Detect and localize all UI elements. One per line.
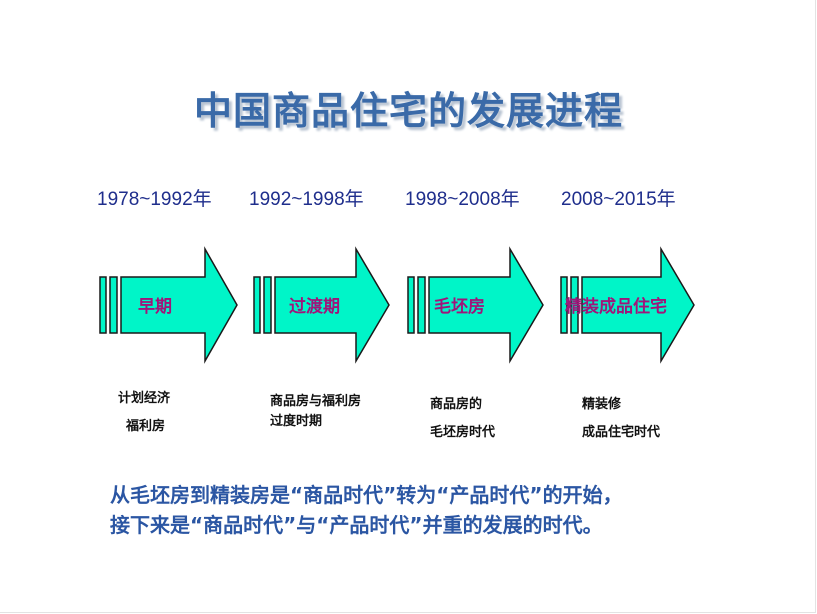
summary-text: 从毛坯房到精装房是“商品时代”转为“产品时代”的开始， 接下来是“商品时代”与“…	[110, 480, 623, 540]
summary-line-2: 接下来是“商品时代”与“产品时代”并重的发展的时代。	[110, 513, 603, 537]
timeline-arrows	[99, 246, 695, 364]
stage-desc-2: 商品房与福利房 过度时期	[270, 392, 361, 432]
arrow-body	[581, 246, 695, 364]
stage-desc-line: 商品房与福利房	[270, 394, 362, 409]
arrow-stripe	[560, 276, 568, 334]
timeline-arrow-4	[560, 246, 695, 364]
arrow-stripe	[263, 276, 272, 334]
stage-label-3: 毛坯房	[434, 297, 485, 317]
stage-desc-1: 计划经济 福利房	[118, 385, 170, 441]
arrow-stripe	[99, 276, 107, 334]
arrow-body	[120, 246, 238, 364]
timeline-arrow-3	[407, 246, 544, 364]
stage-label-1: 早期	[138, 297, 172, 317]
page-title: 中国商品住宅的发展进程	[193, 89, 623, 133]
stage-desc-line: 精装修	[582, 397, 622, 412]
timeline-arrow-1	[99, 246, 238, 364]
period-label-4: 2008~2015年	[561, 189, 676, 210]
arrow-body	[274, 246, 390, 364]
arrow-stripe	[109, 276, 118, 334]
period-label-1: 1978~1992年	[97, 189, 212, 210]
period-label-2: 1992~1998年	[249, 189, 364, 210]
stage-desc-3: 商品房的 毛坯房时代	[430, 391, 495, 447]
summary-line-1: 从毛坯房到精装房是“商品时代”转为“产品时代”的开始，	[110, 483, 623, 507]
stage-desc-line: 毛坯房时代	[430, 425, 496, 440]
stage-desc-line: 成品住宅时代	[582, 425, 661, 440]
stage-desc-line: 过度时期	[270, 414, 323, 429]
arrow-stripe	[417, 276, 426, 334]
arrow-stripe	[407, 276, 415, 334]
stage-desc-line: 计划经济	[118, 391, 171, 406]
arrow-stripe	[570, 276, 579, 334]
period-label-3: 1998~2008年	[405, 189, 520, 210]
stage-label-4: 精装成品住宅	[565, 297, 667, 317]
stage-label-2: 过渡期	[289, 297, 340, 317]
timeline-arrow-2	[253, 246, 390, 364]
stage-desc-4: 精装修 成品住宅时代	[582, 391, 660, 447]
stage-desc-line: 商品房的	[430, 397, 483, 412]
stage-desc-line: 福利房	[126, 419, 166, 434]
arrow-stripe	[253, 276, 261, 334]
arrow-body	[428, 246, 544, 364]
